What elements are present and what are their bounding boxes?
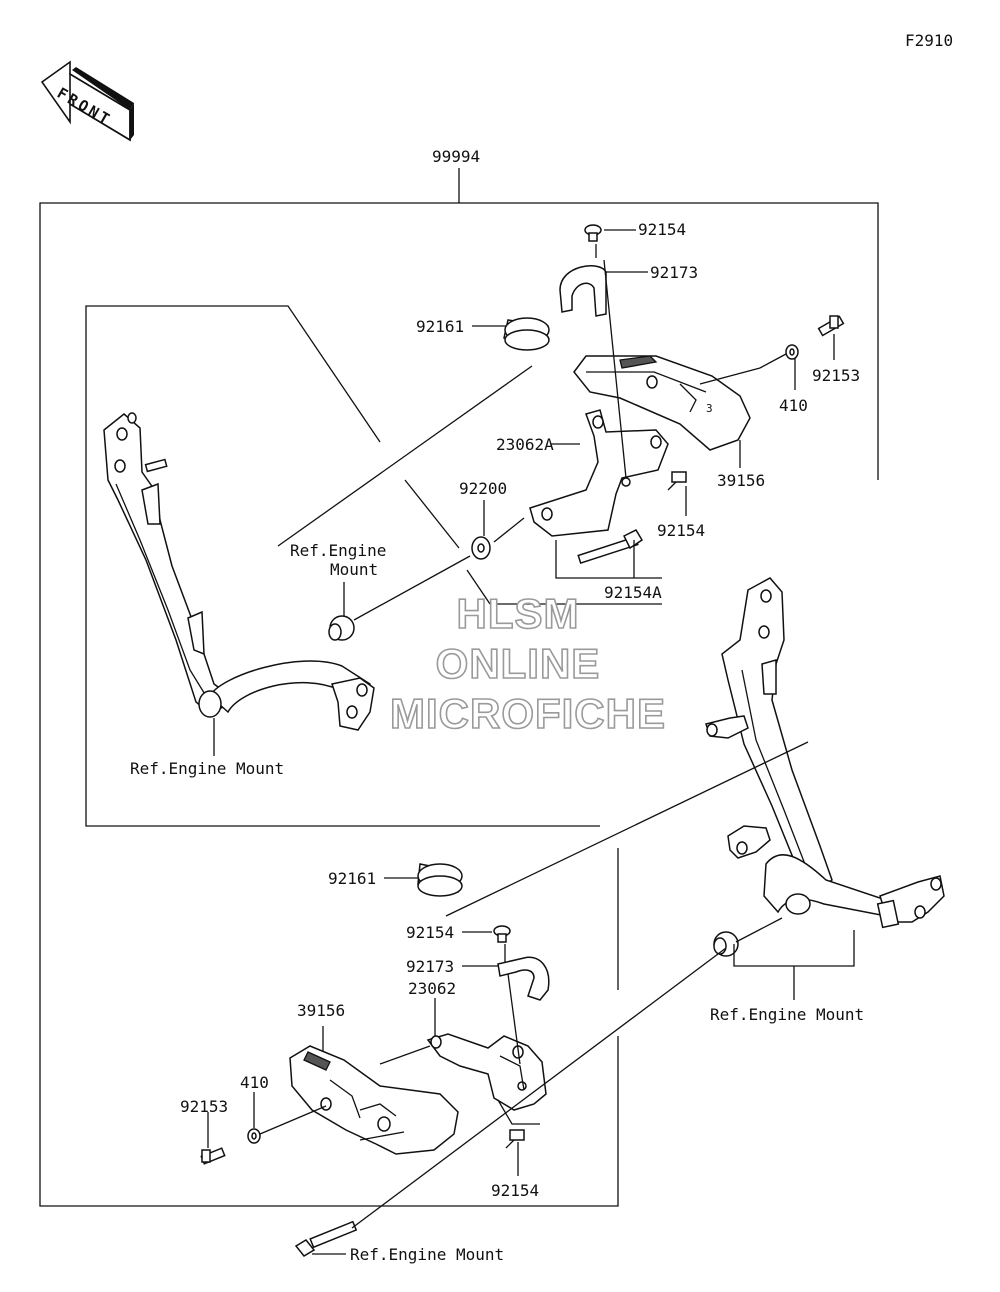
- upper-bolt-92154: [667, 471, 687, 491]
- label-bottom-ref-mount: Ref.Engine Mount: [350, 1245, 504, 1264]
- label-upper-ref-mount-line2: Mount: [330, 560, 378, 579]
- label-lower-92154b: 92154: [491, 1181, 539, 1200]
- label-left-ref-mount: Ref.Engine Mount: [130, 759, 284, 778]
- lower-bolt-92153: [200, 1147, 226, 1165]
- label-lower-410: 410: [240, 1073, 269, 1092]
- upper-slider-39156: 3: [573, 355, 751, 451]
- label-lower-39156: 39156: [297, 1001, 345, 1020]
- upper-bracket-23062a: [529, 409, 669, 537]
- lower-bolt-92154: [505, 1129, 525, 1149]
- label-upper-92173: 92173: [650, 263, 698, 282]
- label-upper-92154b: 92154: [657, 521, 705, 540]
- label-upper-92154a: 92154A: [604, 583, 662, 602]
- label-lower-92154: 92154: [406, 923, 454, 942]
- upper-long-bolt-92154a: [577, 529, 644, 565]
- upper-engine-mount-ref: [328, 615, 355, 641]
- lower-clamp-92173: [497, 956, 550, 1001]
- label-right-ref-mount: Ref.Engine Mount: [710, 1005, 864, 1024]
- label-upper-39156: 39156: [717, 471, 765, 490]
- label-upper-23062a: 23062A: [496, 435, 554, 454]
- upper-spacer-92200: [471, 536, 491, 560]
- svg-text:HLSM: HLSM: [457, 590, 580, 637]
- lower-long-bolt: [294, 1220, 358, 1257]
- lower-collar-92161: [417, 863, 463, 897]
- upper-bolt-92153: [817, 315, 845, 337]
- label-lower-92153: 92153: [180, 1097, 228, 1116]
- left-subframe: [85, 305, 600, 827]
- lower-bracket-23062: [426, 1033, 547, 1111]
- figure-code: F2910: [905, 31, 953, 50]
- label-upper-92161: 92161: [416, 317, 464, 336]
- upper-screw-92154: [584, 224, 602, 242]
- upper-collar-92161: [503, 317, 550, 351]
- svg-text:MICROFICHE: MICROFICHE: [390, 690, 666, 737]
- label-lower-23062: 23062: [408, 979, 456, 998]
- label-lower-92161: 92161: [328, 869, 376, 888]
- lower-washer-410: [247, 1128, 261, 1144]
- upper-clamp-92173: [559, 265, 607, 317]
- label-upper-ref-mount-line1: Ref.Engine: [290, 541, 386, 560]
- label-99994: 99994: [432, 147, 480, 166]
- lower-slider-39156: [289, 1045, 459, 1155]
- assembly-frame: [39, 202, 879, 1207]
- label-lower-92173: 92173: [406, 957, 454, 976]
- svg-text:3: 3: [706, 402, 713, 415]
- front-arrow-icon: FRONT: [40, 60, 134, 142]
- upper-washer-410: [785, 344, 799, 360]
- left-engine-guard: [103, 412, 375, 731]
- right-engine-guard: [705, 577, 945, 929]
- watermark: HLSM ONLINE MICROFICHE: [389, 589, 666, 738]
- lower-screw-92154: [493, 925, 511, 943]
- svg-text:ONLINE: ONLINE: [436, 640, 601, 687]
- label-upper-92200: 92200: [459, 479, 507, 498]
- label-upper-410: 410: [779, 396, 808, 415]
- label-upper-92154: 92154: [638, 220, 686, 239]
- label-upper-92153: 92153: [812, 366, 860, 385]
